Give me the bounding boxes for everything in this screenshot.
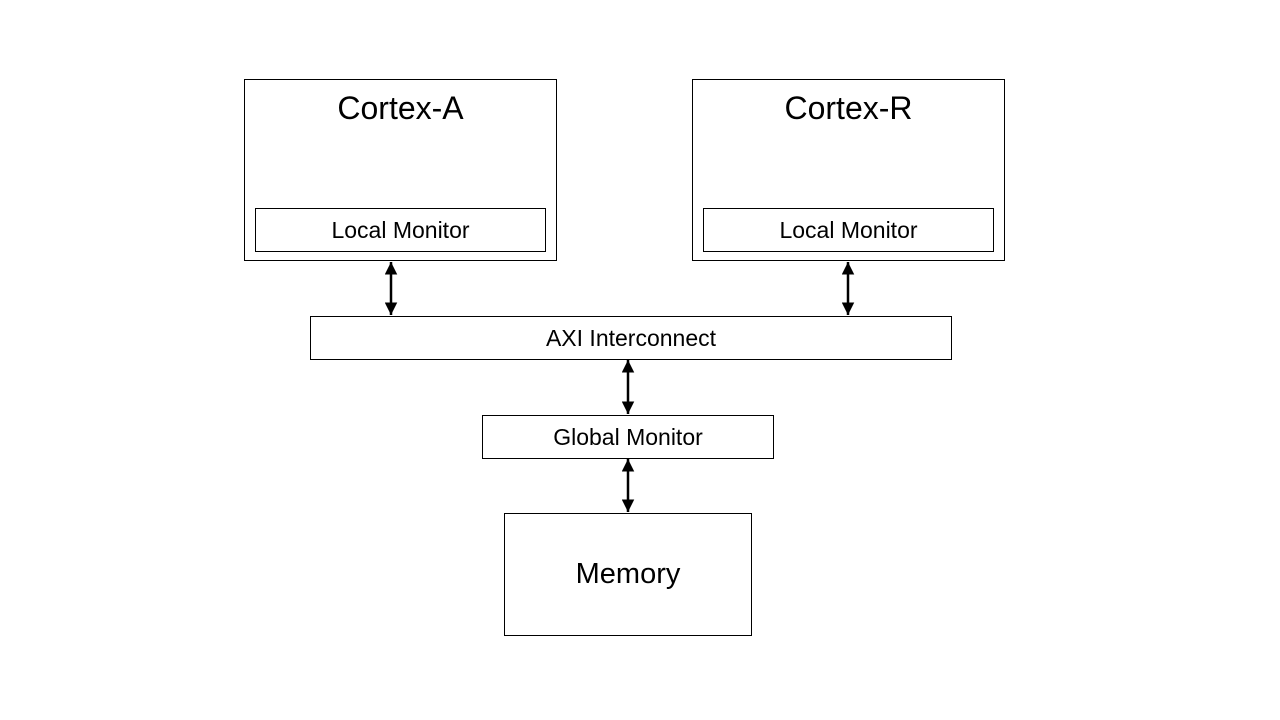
- cortex-r-title: Cortex-R: [784, 90, 913, 126]
- cortex-a-title: Cortex-A: [337, 90, 464, 126]
- global-monitor: Global Monitor: [482, 415, 774, 459]
- cortex-r-block: Cortex-R Local Monitor: [692, 79, 1005, 261]
- axi-interconnect: AXI Interconnect: [310, 316, 952, 360]
- cortex-r-local-monitor: Local Monitor: [703, 208, 994, 252]
- cortex-a-block: Cortex-A Local Monitor: [244, 79, 557, 261]
- memory-block: Memory: [504, 513, 752, 636]
- cortex-a-local-monitor: Local Monitor: [255, 208, 546, 252]
